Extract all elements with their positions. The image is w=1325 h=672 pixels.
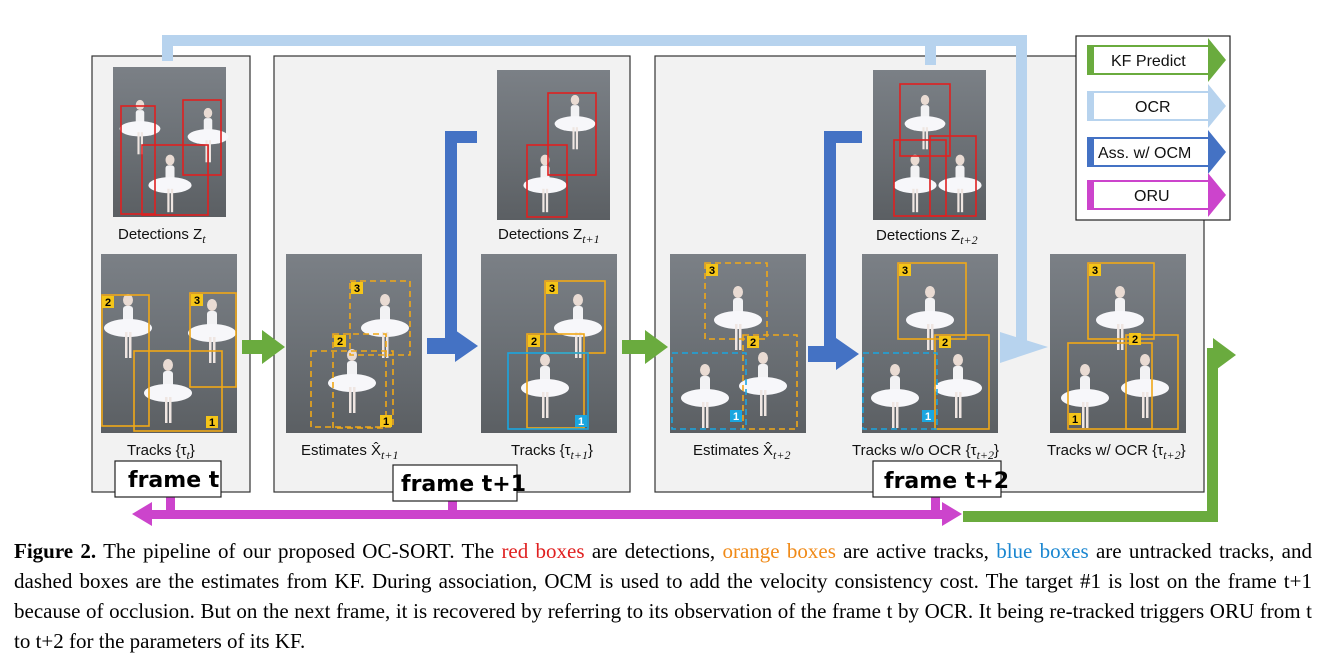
frame-t1-label-box (392, 464, 518, 502)
svg-text:1: 1 (578, 416, 584, 428)
label-det-t: Detections Zt (118, 226, 206, 246)
caption-text-4: are untracked tracks, and dashed boxes a… (14, 539, 1312, 653)
legend-ocr: OCR (1087, 84, 1226, 128)
photo-est-t1 (286, 254, 422, 433)
label-tracks-w-ocr: Tracks w/ OCR {τt+2} (1047, 442, 1186, 462)
legend-kf-predict: KF Predict (1087, 38, 1226, 82)
svg-text:1: 1 (925, 411, 931, 423)
svg-text:2: 2 (531, 336, 537, 348)
svg-text:ORU: ORU (1134, 188, 1170, 205)
label-tracks-t: Tracks {τt} (127, 442, 195, 462)
label-est-t1: Estimates X̂t+1 (301, 442, 398, 462)
label-est-t2: Estimates X̂t+2 (693, 442, 790, 462)
svg-text:1: 1 (383, 416, 389, 428)
svg-text:OCR: OCR (1135, 99, 1171, 116)
figure-caption: Figure 2. The pipeline of our proposed O… (14, 536, 1312, 656)
label-tracks-t1: Tracks {τt+1} (511, 442, 593, 462)
frame-t1-label: frame t+1 (401, 472, 526, 497)
svg-text:3: 3 (354, 283, 360, 295)
caption-text-2: are detections, (584, 539, 723, 563)
svg-text:2: 2 (1132, 334, 1138, 346)
label-tracks-wo-ocr: Tracks w/o OCR {τt+2} (852, 442, 999, 462)
kf-predict-arrow-2 (622, 330, 668, 364)
svg-text:3: 3 (902, 265, 908, 277)
caption-figure-number: Figure 2. (14, 539, 97, 563)
svg-text:2: 2 (105, 297, 111, 309)
legend-oru: ORU (1087, 173, 1226, 217)
label-det-t1: Detections Zt+1 (498, 226, 600, 246)
frame-t2-label-box (872, 460, 1002, 498)
association-arrow-1 (427, 131, 478, 362)
photo-tracks-w-ocr (1050, 254, 1186, 433)
svg-text:2: 2 (750, 337, 756, 349)
frame-t-label: frame t (128, 468, 220, 493)
photo-est-t2 (670, 254, 806, 433)
svg-text:3: 3 (549, 283, 555, 295)
svg-text:1: 1 (733, 411, 739, 423)
caption-blue: blue boxes (996, 539, 1089, 563)
legend: KF Predict OCR Ass. w/ OCM ORU (1075, 35, 1231, 221)
kf-predict-arrow-3 (963, 338, 1236, 522)
svg-text:Ass. w/ OCM: Ass. w/ OCM (1098, 145, 1191, 162)
frame-t2-label: frame t+2 (884, 469, 1009, 494)
frame-t-label-box (114, 460, 222, 498)
caption-red: red boxes (501, 539, 585, 563)
pipeline-diagram: 2 3 1 3 2 1 3 2 1 3 2 1 3 2 1 3 2 1 Dete… (91, 35, 1236, 526)
svg-text:3: 3 (709, 265, 715, 277)
photo-det-t2 (873, 70, 986, 220)
photo-tracks-t (101, 254, 237, 433)
legend-association: Ass. w/ OCM (1087, 130, 1226, 174)
oru-arrow (132, 496, 962, 526)
photo-tracks-t1 (481, 254, 617, 433)
svg-text:3: 3 (1092, 265, 1098, 277)
svg-text:1: 1 (209, 417, 215, 429)
caption-text-1: The pipeline of our proposed OC-SORT. Th… (96, 539, 502, 563)
photo-tracks-wo-ocr (862, 254, 998, 433)
label-det-t2: Detections Zt+2 (876, 227, 978, 247)
photo-det-t (113, 67, 229, 217)
id-badges: 2 3 1 3 2 1 3 2 1 3 2 1 3 2 1 3 2 1 (102, 264, 1141, 429)
ocr-arrow (162, 35, 1048, 363)
svg-text:KF Predict: KF Predict (1111, 53, 1186, 70)
association-arrow-2 (808, 131, 862, 370)
kf-predict-arrow-1 (242, 330, 285, 364)
caption-orange: orange boxes (722, 539, 836, 563)
caption-text-3: are active tracks, (835, 539, 997, 563)
svg-text:3: 3 (194, 295, 200, 307)
svg-text:2: 2 (337, 336, 343, 348)
svg-text:2: 2 (942, 337, 948, 349)
svg-text:1: 1 (1072, 414, 1078, 426)
photo-det-t1 (497, 70, 610, 220)
